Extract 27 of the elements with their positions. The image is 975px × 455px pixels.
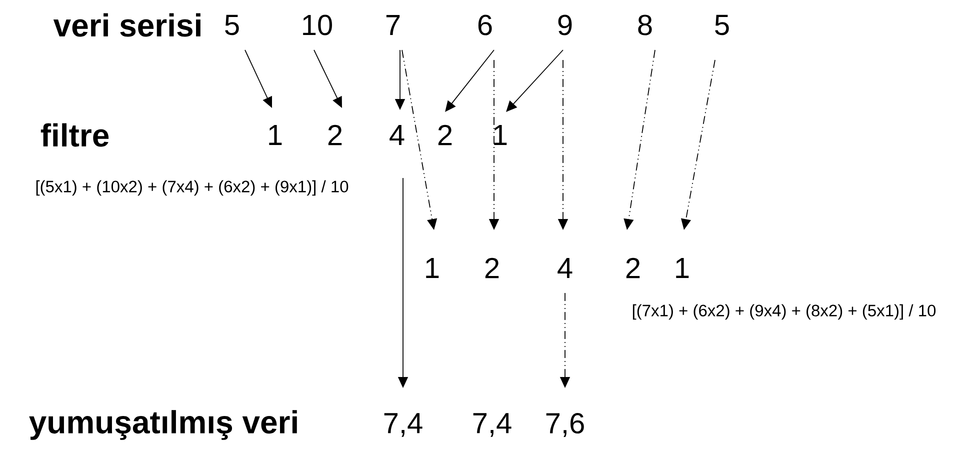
number-value: 2 <box>328 124 342 146</box>
number-value: 2 <box>438 124 452 146</box>
number-value: 6 <box>478 14 492 36</box>
number-value: 5 <box>225 14 239 36</box>
number-value: 7,6 <box>546 413 584 437</box>
number-value: 7 <box>386 15 400 35</box>
number-value: 7,4 <box>473 413 512 437</box>
number-value: 9 <box>558 14 572 36</box>
number-value: 4 <box>558 258 572 278</box>
number-value: 10 <box>303 14 332 36</box>
number-value: 2 <box>485 258 499 278</box>
row-label: veri serisi <box>53 13 200 37</box>
formula-text: [(7x1) + (6x2) + (9x4) + (8x2) + (5x1)] / 10 <box>632 304 936 320</box>
number-value: 2 <box>626 258 640 278</box>
number-value: 1 <box>494 125 507 145</box>
number-value: 4 <box>390 125 404 145</box>
number-value: 1 <box>676 258 689 278</box>
number-value: 1 <box>426 258 439 278</box>
row-label: yumuşatılmış veri <box>29 410 297 440</box>
number-value: 8 <box>638 14 652 36</box>
formula-text: [(5x1) + (10x2) + (7x4) + (6x2) + (9x1)] / 10 <box>36 180 348 196</box>
number-value: 1 <box>269 125 282 145</box>
arrow <box>506 50 564 112</box>
number-value: 7,4 <box>384 413 422 437</box>
arrow <box>445 50 494 112</box>
number-value: 5 <box>715 14 729 36</box>
row-label: filtre <box>40 123 109 147</box>
